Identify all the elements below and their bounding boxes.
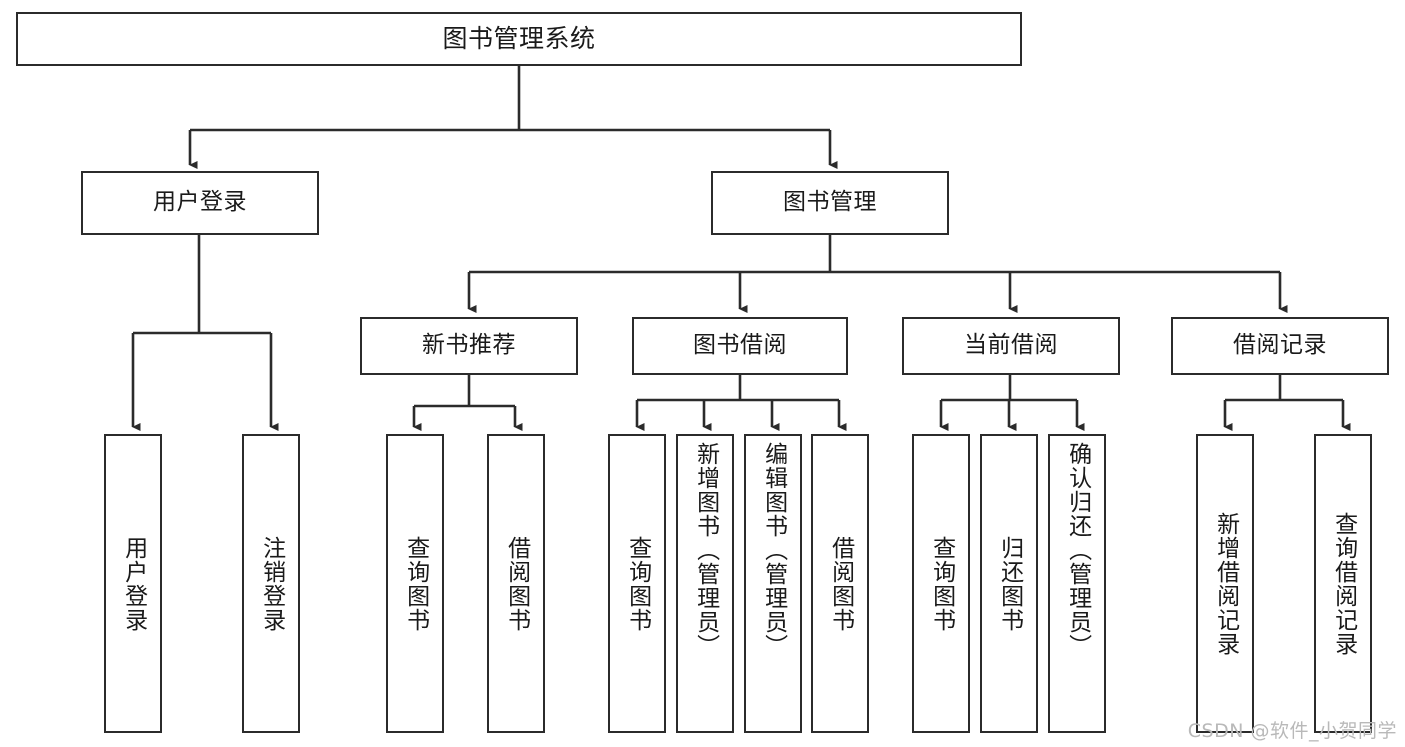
leaf-current-query-book-label: 查询图书: [928, 535, 955, 632]
leaf-record-query[interactable]: 查询借阅记录: [1314, 434, 1372, 733]
node-book-borrow-label: 图书借阅: [693, 332, 787, 359]
leaf-borrow-add-book[interactable]: 新增图书（管理员）: [676, 434, 734, 733]
leaf-user-logout[interactable]: 注销登录: [242, 434, 300, 733]
node-current-borrow-label: 当前借阅: [964, 332, 1058, 359]
leaf-current-return-book-label: 归还图书: [996, 535, 1023, 632]
node-new-book-recommend-label: 新书推荐: [422, 332, 516, 359]
leaf-current-query-book[interactable]: 查询图书: [912, 434, 970, 733]
leaf-newbook-query-book[interactable]: 查询图书: [386, 434, 444, 733]
node-book-management[interactable]: 图书管理: [711, 171, 949, 235]
leaf-current-return-book[interactable]: 归还图书: [980, 434, 1038, 733]
leaf-borrow-query-book-label: 查询图书: [624, 535, 651, 632]
leaf-user-login-label: 用户登录: [120, 535, 147, 632]
node-borrow-records[interactable]: 借阅记录: [1171, 317, 1389, 375]
leaf-current-confirm-return-label: 确认归还（管理员）: [1064, 442, 1091, 658]
node-borrow-records-label: 借阅记录: [1233, 332, 1327, 359]
leaf-record-add-label: 新增借阅记录: [1212, 511, 1239, 656]
leaf-current-confirm-return[interactable]: 确认归还（管理员）: [1048, 434, 1106, 733]
watermark: CSDN @软件_小贺同学: [1187, 720, 1397, 742]
node-book-management-label: 图书管理: [783, 189, 877, 216]
leaf-borrow-add-book-label: 新增图书（管理员）: [692, 442, 719, 658]
leaf-record-add[interactable]: 新增借阅记录: [1196, 434, 1254, 733]
node-user-login-label: 用户登录: [153, 189, 247, 216]
leaf-user-logout-label: 注销登录: [258, 535, 285, 632]
leaf-newbook-borrow-book-label: 借阅图书: [503, 535, 530, 632]
leaf-user-login[interactable]: 用户登录: [104, 434, 162, 733]
leaf-record-query-label: 查询借阅记录: [1330, 511, 1357, 656]
leaf-newbook-query-book-label: 查询图书: [402, 535, 429, 632]
leaf-borrow-borrow-book-label: 借阅图书: [827, 535, 854, 632]
node-root-label: 图书管理系统: [442, 24, 596, 54]
node-book-borrow[interactable]: 图书借阅: [632, 317, 848, 375]
leaf-borrow-edit-book-label: 编辑图书（管理员）: [760, 442, 787, 658]
node-current-borrow[interactable]: 当前借阅: [902, 317, 1120, 375]
leaf-newbook-borrow-book[interactable]: 借阅图书: [487, 434, 545, 733]
leaf-borrow-borrow-book[interactable]: 借阅图书: [811, 434, 869, 733]
leaf-borrow-query-book[interactable]: 查询图书: [608, 434, 666, 733]
node-user-login[interactable]: 用户登录: [81, 171, 319, 235]
node-new-book-recommend[interactable]: 新书推荐: [360, 317, 578, 375]
leaf-borrow-edit-book[interactable]: 编辑图书（管理员）: [744, 434, 802, 733]
node-root[interactable]: 图书管理系统: [16, 12, 1022, 66]
